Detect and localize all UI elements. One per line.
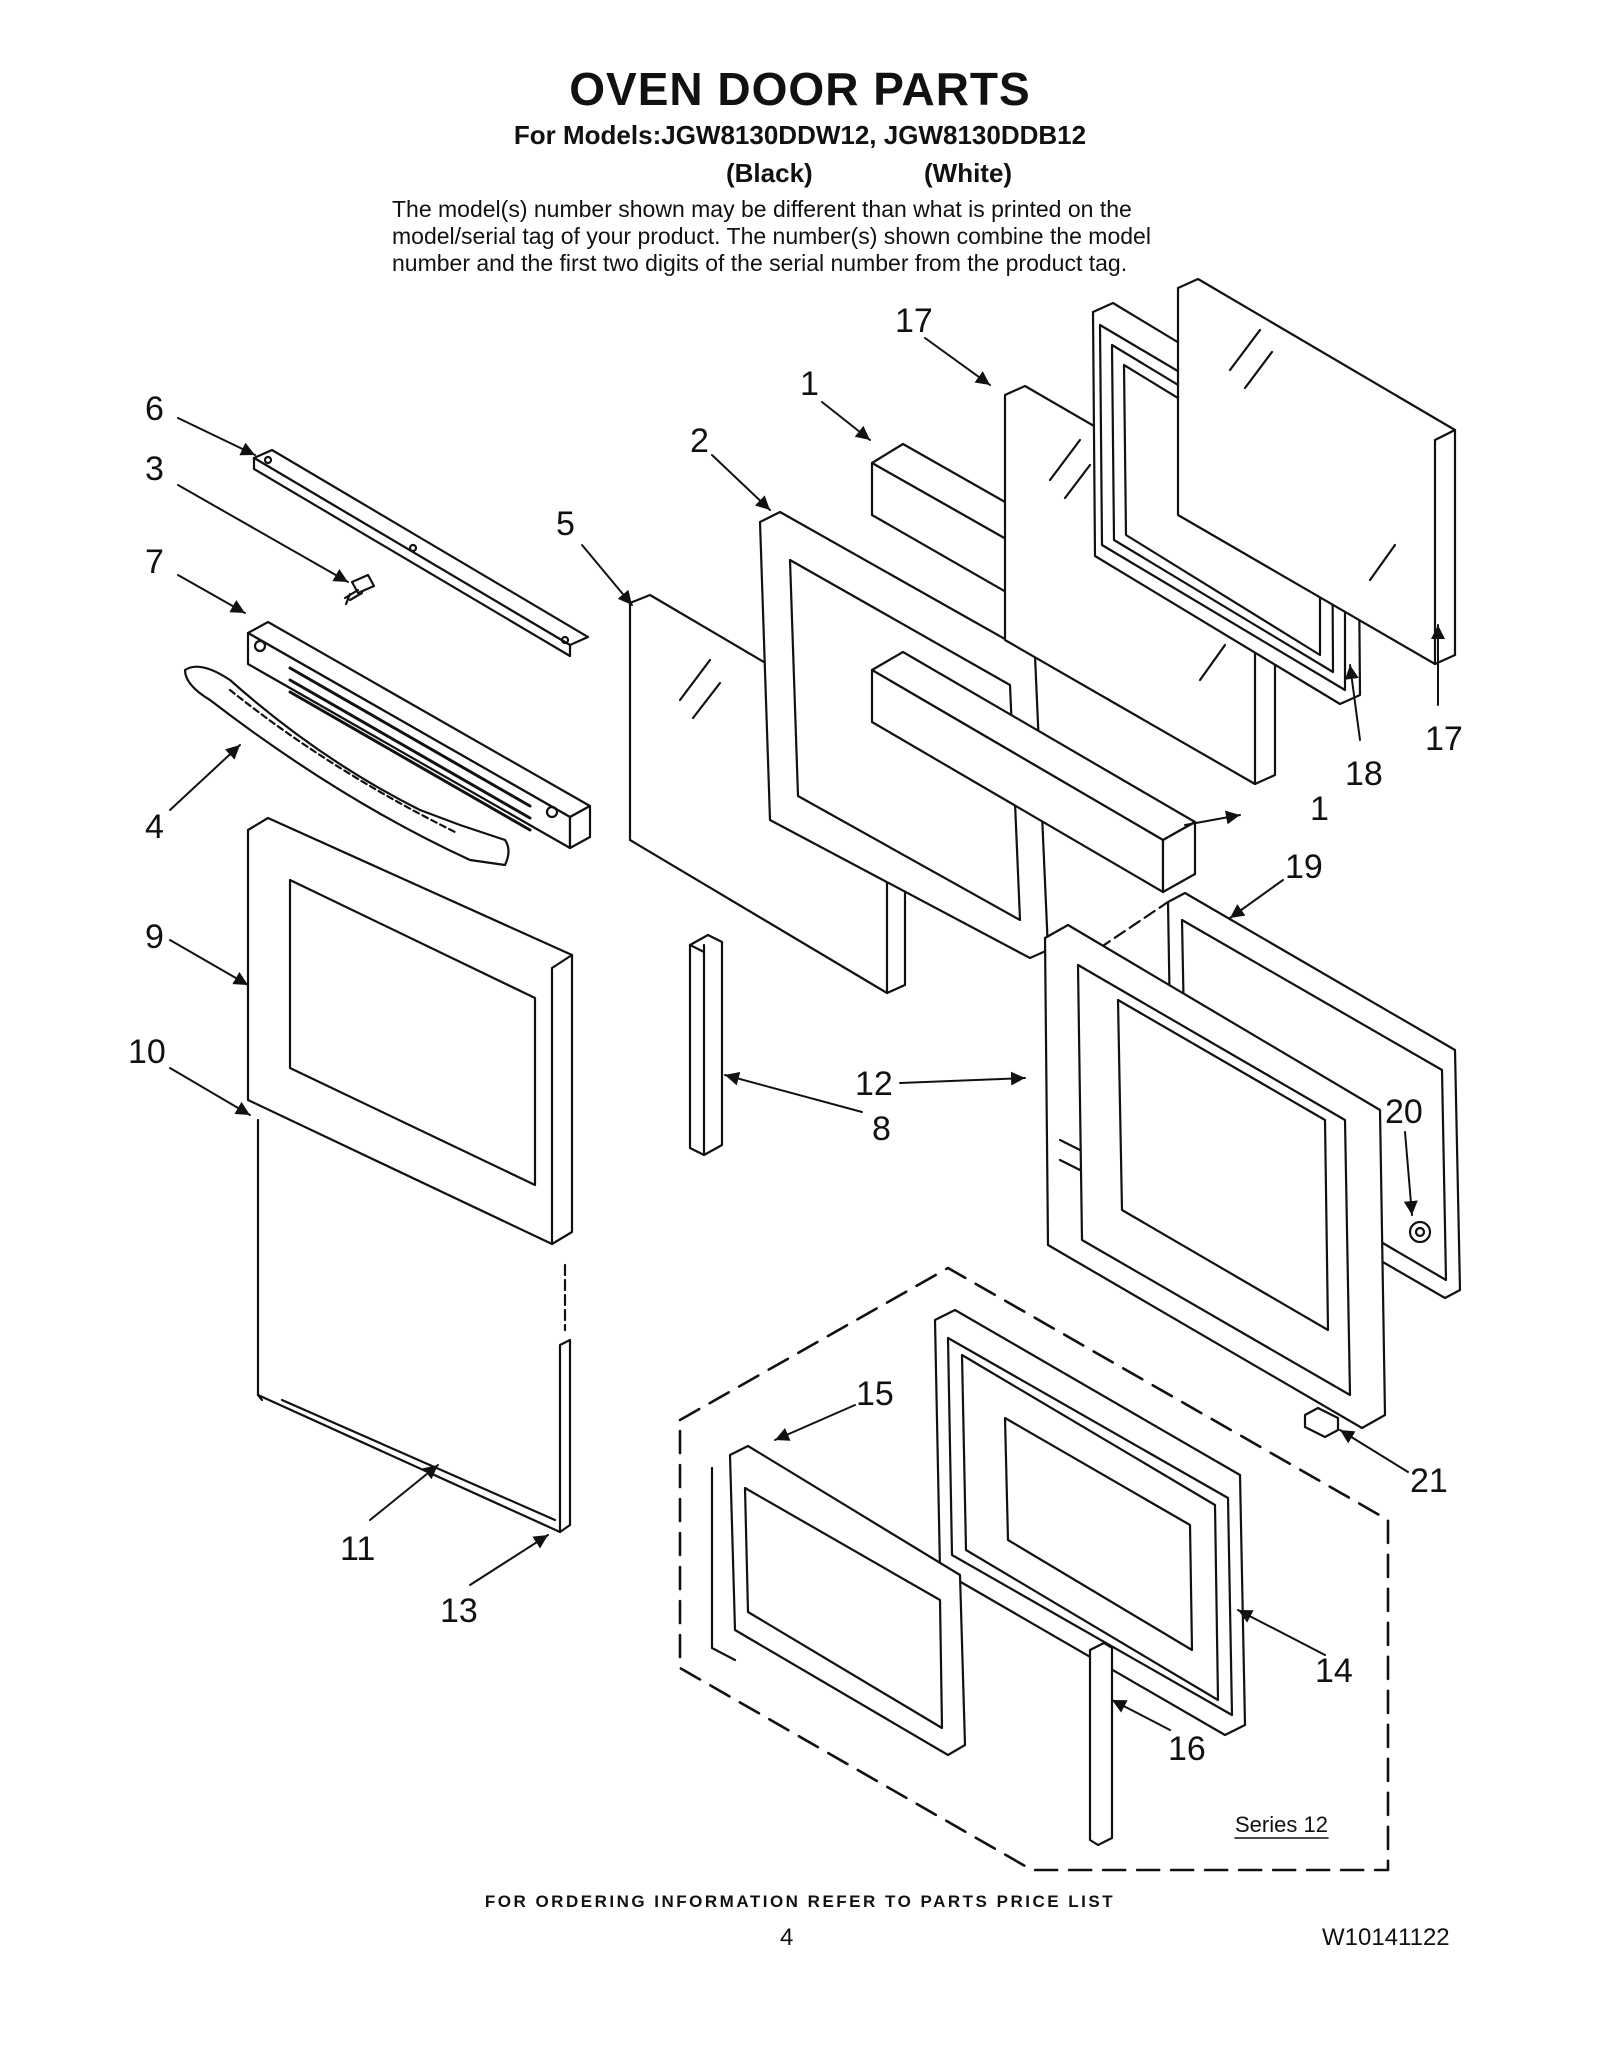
model-numbers: For Models:JGW8130DDW12, JGW8130DDB12	[513, 120, 1087, 150]
part-21-clip	[1303, 1406, 1340, 1439]
part-6-top-trim	[252, 448, 590, 658]
callout-14: 14	[1315, 1652, 1353, 1690]
part-17-outer-glass	[1176, 277, 1457, 666]
callout-6: 6	[145, 390, 164, 428]
callout-12: 12	[855, 1065, 893, 1103]
callout-20: 20	[1385, 1093, 1423, 1131]
callout-2: 2	[690, 422, 709, 460]
callout-10: 10	[128, 1033, 166, 1071]
callout-5: 5	[556, 505, 575, 543]
part-10-11-13-bottom-channel	[256, 1118, 572, 1534]
callout-7: 7	[145, 543, 164, 581]
callout-3: 3	[145, 450, 164, 488]
document-number: W10141122	[1322, 1924, 1450, 1951]
part-15-window-frame	[710, 1444, 967, 1757]
callout-9: 9	[145, 918, 164, 956]
part-9-outer-panel	[246, 816, 574, 1246]
page-title: OVEN DOOR PARTS	[569, 63, 1031, 115]
variant-black-label: (Black)	[726, 158, 813, 188]
note-line-1: The model(s) number shown may be differe…	[392, 196, 1132, 222]
callout-11: 11	[340, 1530, 375, 1568]
part-12-inner-liner	[1043, 923, 1387, 1430]
part-7-vent-trim	[246, 620, 592, 850]
callout-19: 19	[1285, 848, 1323, 886]
callout-18: 18	[1345, 755, 1383, 793]
page-number: 4	[780, 1924, 794, 1951]
part-3-screw	[343, 573, 376, 606]
callout-13: 13	[440, 1592, 478, 1630]
part-8-channel	[688, 933, 724, 1157]
part-16-strip	[1088, 1641, 1114, 1847]
ordering-info: FOR ORDERING INFORMATION REFER TO PARTS …	[484, 1892, 1116, 1911]
callout-17-right: 17	[1425, 720, 1463, 758]
note-line-2: model/serial tag of your product. The nu…	[392, 223, 1151, 249]
variant-white-label: (White)	[924, 158, 1013, 188]
model-note: The model(s) number shown may be differe…	[392, 196, 1292, 277]
part-14-inner-frame	[933, 1308, 1247, 1737]
callout-1-bottom: 1	[1310, 790, 1329, 828]
callout-17-left: 17	[895, 302, 933, 340]
part-20-bumper	[1408, 1220, 1432, 1244]
callout-21: 21	[1410, 1462, 1448, 1500]
callout-1-top: 1	[800, 365, 819, 403]
callout-15: 15	[856, 1375, 894, 1413]
callout-4: 4	[145, 808, 164, 846]
note-line-3: number and the first two digits of the s…	[392, 250, 1128, 276]
callout-16: 16	[1168, 1730, 1206, 1768]
callout-8: 8	[872, 1110, 891, 1148]
series-label: Series 12	[1235, 1812, 1328, 1837]
part-4-handle	[183, 665, 510, 867]
dashed-kit-box	[678, 1266, 1390, 1872]
leader-arrows	[169, 337, 1445, 1731]
